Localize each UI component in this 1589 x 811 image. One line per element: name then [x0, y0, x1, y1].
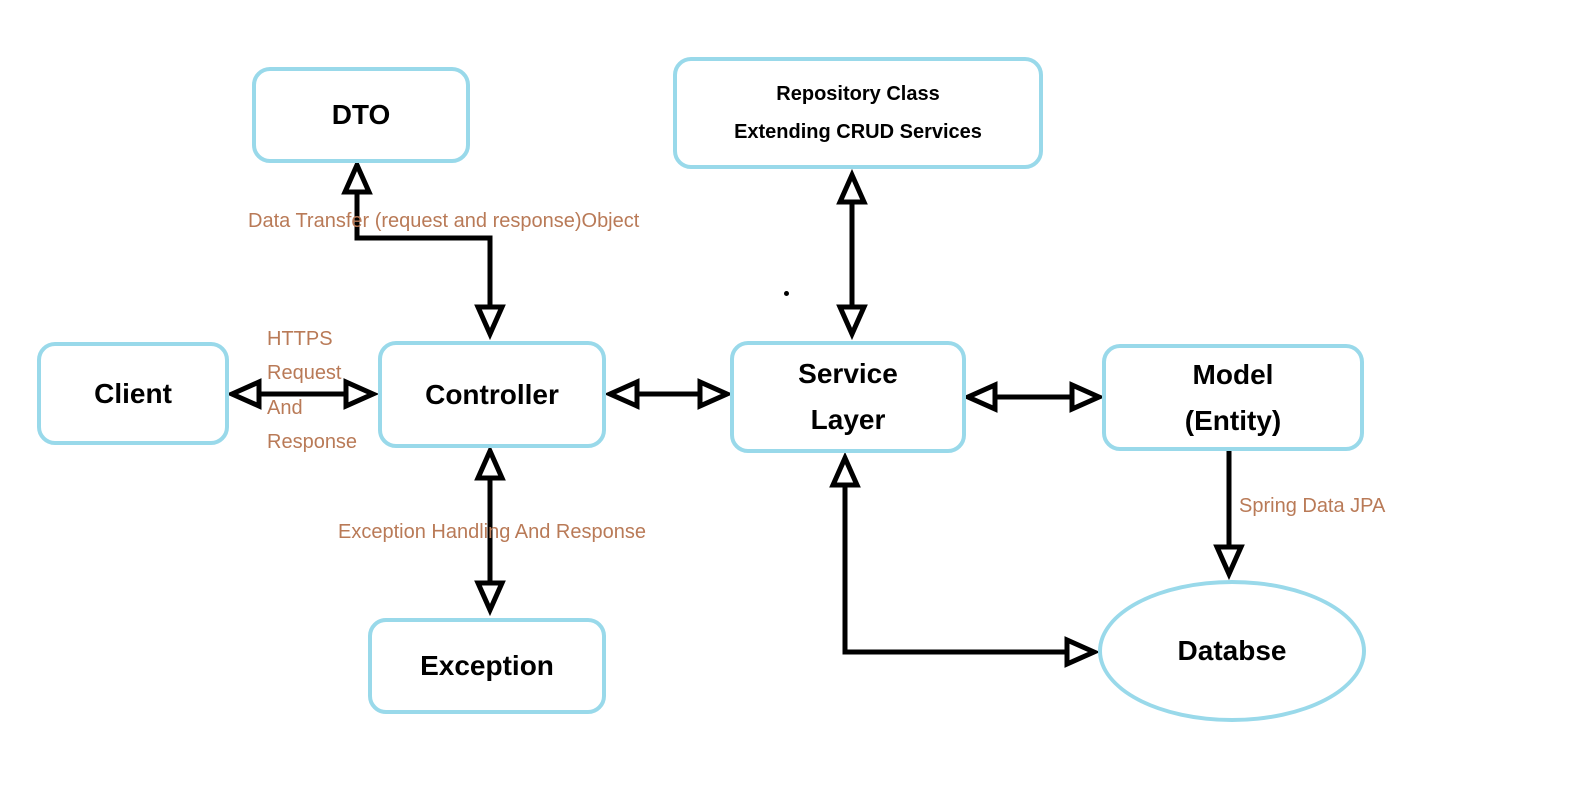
- response-label: Response: [267, 431, 358, 453]
- client-node: Client: [37, 342, 229, 445]
- repository-node: Repository Class Extending CRUD Services: [673, 57, 1043, 169]
- controller-label: Controller: [425, 378, 559, 410]
- database-node: Databse: [1098, 580, 1366, 722]
- exception-edge-label: Exception Handling And Response: [338, 521, 646, 543]
- arrowhead-client: [225, 378, 262, 410]
- client-label: Client: [94, 377, 172, 409]
- exception-label: Exception: [420, 650, 554, 681]
- arrowhead-dto: [341, 158, 373, 195]
- arrowhead-service-right: [961, 381, 998, 413]
- repository-label-line1: Repository Class: [776, 83, 940, 105]
- repository-label-line2: Extending CRUD Services: [734, 121, 982, 143]
- dto-label: DTO: [331, 99, 391, 130]
- arrowhead-exception: [474, 580, 506, 617]
- arrowhead-service-bottom: [829, 451, 861, 488]
- arrowhead-model-database: [1213, 544, 1245, 581]
- spring-data-jpa-label: Spring Data JPA: [1239, 495, 1386, 517]
- and-label: And: [267, 397, 303, 419]
- exception-node: Exception: [368, 618, 606, 714]
- arrowhead-service-top: [836, 304, 868, 341]
- stray-dot: [784, 291, 789, 296]
- database-label: Databse: [1177, 635, 1287, 666]
- model-entity-node: Model (Entity): [1102, 344, 1364, 451]
- https-label: HTTPS: [267, 328, 333, 350]
- dto-node: DTO: [252, 67, 470, 163]
- arrowhead-repository: [836, 168, 868, 205]
- edge-service-database: [842, 485, 1068, 655]
- arrowhead-controller-top: [474, 304, 506, 341]
- request-label: Request: [267, 362, 342, 384]
- edge-dto-controller: [354, 192, 493, 310]
- service-label-line2: Layer: [810, 404, 886, 435]
- arrowhead-database: [1064, 636, 1101, 668]
- service-layer-node: Service Layer: [730, 341, 966, 453]
- dto-controller-edge-label: Data Transfer (request and response)Obje…: [248, 210, 640, 232]
- arrowhead-model-left: [1069, 381, 1106, 413]
- arrowhead-controller-right: [603, 378, 640, 410]
- arrowhead-service-left: [697, 378, 734, 410]
- model-label-line2: (Entity): [1184, 404, 1282, 436]
- controller-node: Controller: [378, 341, 606, 448]
- arrowhead-controller-bottom: [474, 444, 506, 481]
- arrowhead-controller-left: [343, 378, 380, 410]
- model-label-line1: Model: [1192, 358, 1274, 390]
- service-label-line1: Service: [798, 358, 898, 389]
